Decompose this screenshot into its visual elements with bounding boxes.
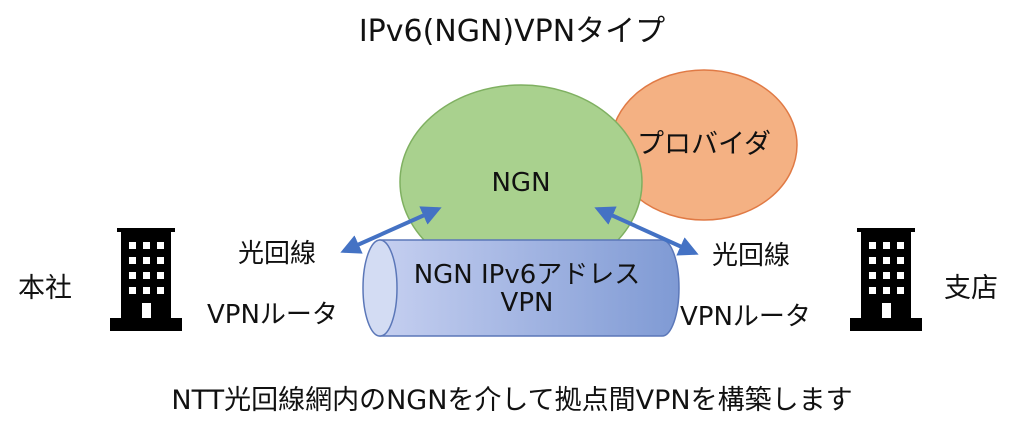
left-double-arrow xyxy=(340,206,442,254)
branch-building-icon xyxy=(850,228,922,331)
left-router-label: VPNルータ xyxy=(207,300,338,330)
left-site-label: 本社 xyxy=(18,273,72,304)
ngn-label: NGN xyxy=(491,168,551,198)
diagram-caption: NTT光回線網内のNGNを介して拠点間VPNを構築します xyxy=(171,385,853,416)
right-double-arrow xyxy=(594,206,699,256)
headquarters-building-icon xyxy=(110,228,182,331)
right-site-label: 支店 xyxy=(944,273,998,304)
tunnel-label-line1: NGN IPv6アドレス xyxy=(413,260,641,290)
tunnel-label-line2: VPN xyxy=(500,288,554,318)
right-router-label: VPNルータ xyxy=(680,302,811,332)
diagram-title: IPv6(NGN)VPNタイプ xyxy=(358,14,666,49)
provider-label: プロバイダ xyxy=(637,129,771,160)
right-line-label: 光回線 xyxy=(712,241,791,271)
left-line-label: 光回線 xyxy=(238,239,317,269)
